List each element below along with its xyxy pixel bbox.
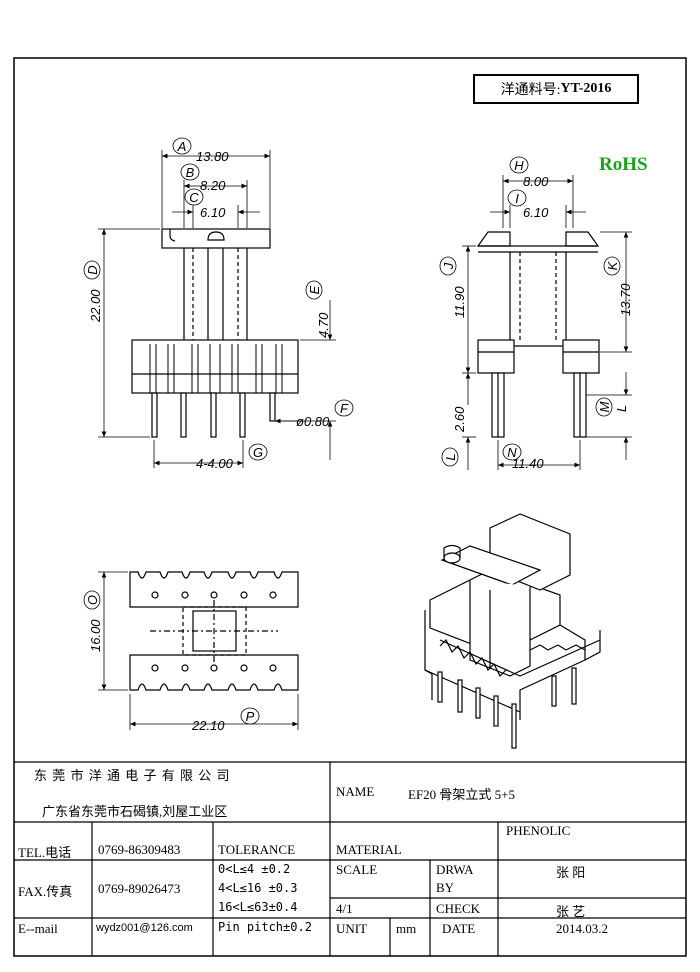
- dim-letter-h: H: [514, 158, 524, 173]
- dim-letter-o: O: [85, 595, 100, 605]
- isometric-view: [424, 513, 601, 749]
- dim-letter-d: D: [85, 265, 100, 274]
- dim-letter-m: M: [597, 401, 612, 412]
- name-label: NAME: [336, 784, 375, 799]
- email-value: wydz001@126.com: [96, 922, 193, 934]
- side-view: [476, 231, 600, 438]
- tolerance-row-3: 16<L≤63±0.4: [218, 900, 298, 914]
- dim-value-b: 8.20: [200, 178, 226, 193]
- tolerance-row-4: Pin pitch±0.2: [218, 920, 312, 934]
- dim-value-o: 16.00: [88, 619, 103, 652]
- unit-value: mm: [396, 921, 417, 936]
- dim-value-f: ø0.80: [296, 414, 330, 429]
- dim-value-g: 4-4.00: [196, 456, 234, 471]
- dim-letter-c: C: [189, 190, 199, 205]
- tel-label: TEL.电话: [18, 845, 72, 860]
- material-value: PHENOLIC: [506, 823, 571, 838]
- dim-letter-i: I: [515, 191, 519, 206]
- dim-value-h: 8.00: [523, 174, 549, 189]
- bottom-view: [129, 571, 299, 691]
- company-name: 东 莞 市 洋 通 电 子 有 限 公 司: [34, 768, 231, 783]
- dim-value-p: 22.10: [191, 718, 225, 733]
- email-label: E--mail: [18, 921, 58, 936]
- dim-letter-f: F: [340, 401, 349, 416]
- scale-label: SCALE: [336, 862, 378, 877]
- dim-value-e: 4.70: [316, 312, 331, 338]
- material-label: MATERIAL: [336, 842, 402, 857]
- dim-letter-k: K: [605, 260, 620, 270]
- dim-value-l: 2.60: [452, 406, 467, 433]
- bottom-dimension-lines: [98, 571, 299, 730]
- rohs-label: RoHS: [599, 154, 648, 175]
- sheet-border: [13, 57, 687, 957]
- dim-letter-l: L: [443, 453, 458, 460]
- part-code-label: 洋通料号:: [500, 83, 561, 98]
- date-value: 2014.03.2: [556, 921, 608, 936]
- dim-letter-e: E: [307, 285, 322, 294]
- dim-value-m: L: [614, 405, 629, 412]
- dim-value-n: 11.40: [512, 456, 544, 471]
- scale-value: 4/1: [336, 901, 353, 916]
- drawn-label-1: DRWA: [436, 862, 474, 877]
- dim-value-j: 11.90: [452, 286, 467, 318]
- part-code-box: 洋通料号: YT-2016: [473, 74, 639, 104]
- check-label: CHECK: [436, 901, 481, 916]
- fax-label: FAX.传真: [18, 884, 73, 899]
- dim-value-c: 6.10: [200, 205, 226, 220]
- company-address: 广东省东莞市石碣镇,刘屋工业区: [42, 804, 228, 819]
- date-label: DATE: [442, 921, 476, 936]
- dim-value-a: 13.80: [196, 149, 229, 164]
- dim-letter-b: B: [186, 165, 195, 180]
- part-name: EF20 骨架立式 5+5: [408, 787, 516, 802]
- dim-letter-p: P: [246, 709, 255, 724]
- dim-value-k: 13.70: [618, 283, 633, 316]
- dim-value-i: 6.10: [523, 205, 549, 220]
- dim-letter-j: J: [441, 262, 456, 270]
- side-dimension-lines: [462, 175, 632, 470]
- dim-letter-g: G: [253, 445, 263, 460]
- tolerance-label: TOLERANCE: [218, 842, 296, 857]
- drawn-by: 张 阳: [556, 865, 586, 880]
- dim-letter-a: A: [177, 139, 187, 154]
- checked-by: 张 艺: [556, 904, 586, 919]
- dim-value-d: 22.00: [88, 289, 103, 323]
- tolerance-row-2: 4<L≤16 ±0.3: [218, 881, 298, 895]
- part-code-value: YT-2016: [560, 81, 612, 96]
- fax-value: 0769-89026473: [98, 881, 181, 896]
- dim-letter-n: N: [507, 445, 517, 460]
- unit-label: UNIT: [336, 921, 368, 936]
- drawn-label-2: BY: [436, 880, 455, 895]
- front-dimension-lines: [98, 150, 336, 468]
- front-view: [131, 228, 299, 438]
- tel-value: 0769-86309483: [98, 842, 181, 857]
- tolerance-row-1: 0<L≤4 ±0.2: [218, 862, 291, 876]
